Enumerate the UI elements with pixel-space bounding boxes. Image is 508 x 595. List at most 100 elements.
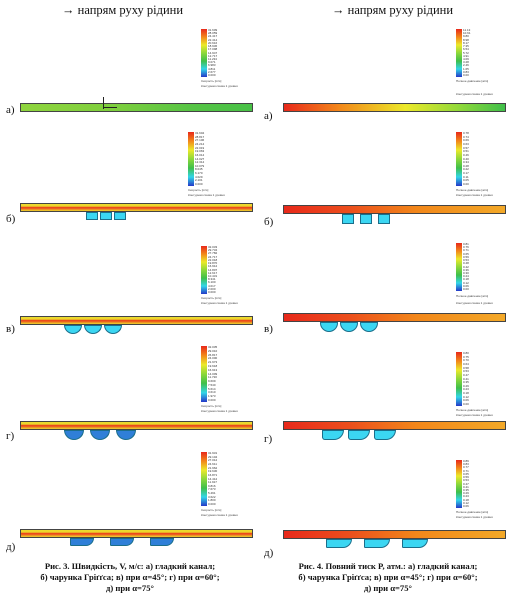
colorbar-tick: 0.12: [463, 394, 469, 399]
legend-text: Скорость [m/s]: [201, 296, 222, 300]
legend-text: Скорость [m/s]: [201, 79, 222, 83]
colorbar-tick: 0.00: [463, 402, 469, 406]
colorbar-tick: 3.622: [208, 494, 216, 499]
colorbar-tick: 0.06: [463, 283, 469, 288]
colorbar-tick: 22.414: [208, 37, 218, 42]
cavity: [64, 430, 84, 440]
colorbar-tick: 8.17: [463, 40, 469, 45]
cavity: [378, 214, 390, 224]
channel-b: [20, 203, 253, 212]
colorbar-tick: 0.36: [463, 267, 469, 272]
cavity: [114, 212, 126, 220]
cavity: [100, 212, 112, 220]
colorbar-tick: 27.012: [208, 458, 218, 463]
cavity: [150, 538, 174, 546]
colorbar-tick: 0.77: [463, 465, 469, 470]
colorbar-tick: 4.029: [195, 174, 203, 179]
colorbar-tick: 7.540: [208, 382, 216, 387]
colorbar-tick: 0.30: [463, 270, 469, 275]
colorbar-tick: 29.734: [208, 248, 218, 253]
colorbar-tick: 4.017: [208, 283, 216, 288]
colorbar-tick: 1.973: [208, 394, 216, 399]
colorbar-tick: 0.47: [463, 481, 469, 486]
channel-a-pressure: [283, 103, 506, 112]
cavity: [402, 539, 428, 548]
colorbar-tick: 5.72: [463, 50, 469, 55]
legend-text: Контурная схема 1 уровня: [456, 193, 493, 197]
colorbar: [456, 352, 462, 406]
caption-line: б) чарунка Гріґґса; в) при α=45°; г) при…: [40, 572, 220, 582]
colorbar-tick: 0.24: [463, 274, 469, 279]
cavity: [322, 430, 344, 440]
colorbar-tick: 19.618: [208, 363, 218, 368]
cavity: [64, 325, 82, 334]
colorbar-tick: 27.106: [195, 138, 205, 143]
cavity: [116, 430, 136, 440]
channel-a: [20, 103, 253, 112]
colorbar-tick: 0.00: [463, 287, 469, 291]
colorbar-tick: 0.35: [463, 380, 469, 385]
colorbar-tick: 0.29: [463, 383, 469, 388]
colorbar-tick: 12.717: [208, 53, 218, 58]
colorbar-tick: 9.071: [208, 60, 216, 65]
colorbar-tick: 0.23: [463, 494, 469, 499]
colorbar-tick: 0.00: [463, 73, 469, 77]
colorbar-tick: 17.098: [208, 47, 218, 52]
colorbar-tick: 0.53: [463, 258, 469, 263]
channel-d-pressure: [283, 530, 506, 539]
panel-label-g-right: г): [264, 433, 273, 445]
colorbar-tick: 29.010: [208, 348, 218, 353]
colorbar-tick: 0.53: [463, 369, 469, 374]
colorbar-tick: 0.22: [463, 167, 469, 172]
colorbar-tick: 5.491: [208, 491, 216, 496]
colorbar-tick: 31.604: [195, 131, 205, 135]
legend-text: Полное давление [atm]: [456, 79, 489, 83]
colorbar-tick: 0.12: [463, 500, 469, 505]
colorbar-tick: 0.06: [463, 398, 469, 403]
colorbar-tick: 28.059: [208, 31, 218, 36]
colorbar-tick: 8.98: [463, 37, 469, 42]
cavity: [70, 538, 94, 546]
cavity: [326, 539, 352, 548]
colorbar-tick: 4.811: [208, 66, 216, 71]
colorbar-tick: 0.11: [463, 174, 469, 179]
legend-text: Скорость [m/s]: [201, 404, 222, 408]
cavity: [360, 214, 372, 224]
colorbar-tick: 14.412: [208, 476, 218, 481]
colorbar-tick: 32.035: [208, 345, 218, 349]
colorbar-tick: 6.54: [463, 47, 469, 52]
colorbar-tick: 0.57: [463, 145, 469, 150]
caption-left: Рис. 3. Швидкість, V, м/с: а) гладкий ка…: [10, 561, 250, 594]
colorbar-tick: 9.80: [463, 34, 469, 39]
colorbar-tick: 0.29: [463, 491, 469, 496]
colorbar-tick: 32.033: [208, 245, 218, 249]
colorbar-tick: 0.23: [463, 387, 469, 392]
y-axis: [103, 97, 104, 109]
colorbar-tick: 0.71: [463, 468, 469, 473]
cavity: [360, 322, 378, 332]
colorbar-tick: 22.018: [208, 257, 218, 262]
colorbar-tick: 10.431: [208, 273, 218, 278]
colorbar-tick: 21.962: [208, 465, 218, 470]
colorbar-tick: 9.816: [208, 483, 216, 488]
caption-line: д) при α=75°: [106, 583, 154, 593]
colorbar-tick: 11.234: [208, 56, 217, 61]
legend-text: Контурная схема 1 уровня: [201, 84, 238, 88]
header-left: → напрям руху рідини: [62, 3, 184, 17]
colorbar-tick: 11.720: [208, 375, 217, 380]
legend-text: Контурная схема 1 уровня: [201, 409, 238, 413]
caption-right: Рис. 4. Повний тиск P, атм.: а) гладкий …: [268, 561, 508, 594]
colorbar-tick: 24.611: [208, 461, 217, 466]
colorbar-tick: 14.807: [208, 267, 218, 272]
colorbar: [201, 29, 207, 77]
colorbar-tick: 21.973: [208, 360, 218, 365]
cavity: [340, 322, 358, 332]
colorbar-tick: 0.42: [463, 264, 469, 269]
colorbar-tick: 19.630: [208, 469, 218, 474]
cavity: [364, 539, 390, 548]
colorbar-tick: 31.931: [208, 451, 218, 455]
colorbar-tick: 24.417: [208, 34, 218, 39]
legend-text: Контурная схема 1 уровня: [201, 301, 238, 305]
legend-text: Полное давление [atm]: [456, 188, 489, 192]
colorbar-tick: 0.46: [463, 152, 469, 157]
